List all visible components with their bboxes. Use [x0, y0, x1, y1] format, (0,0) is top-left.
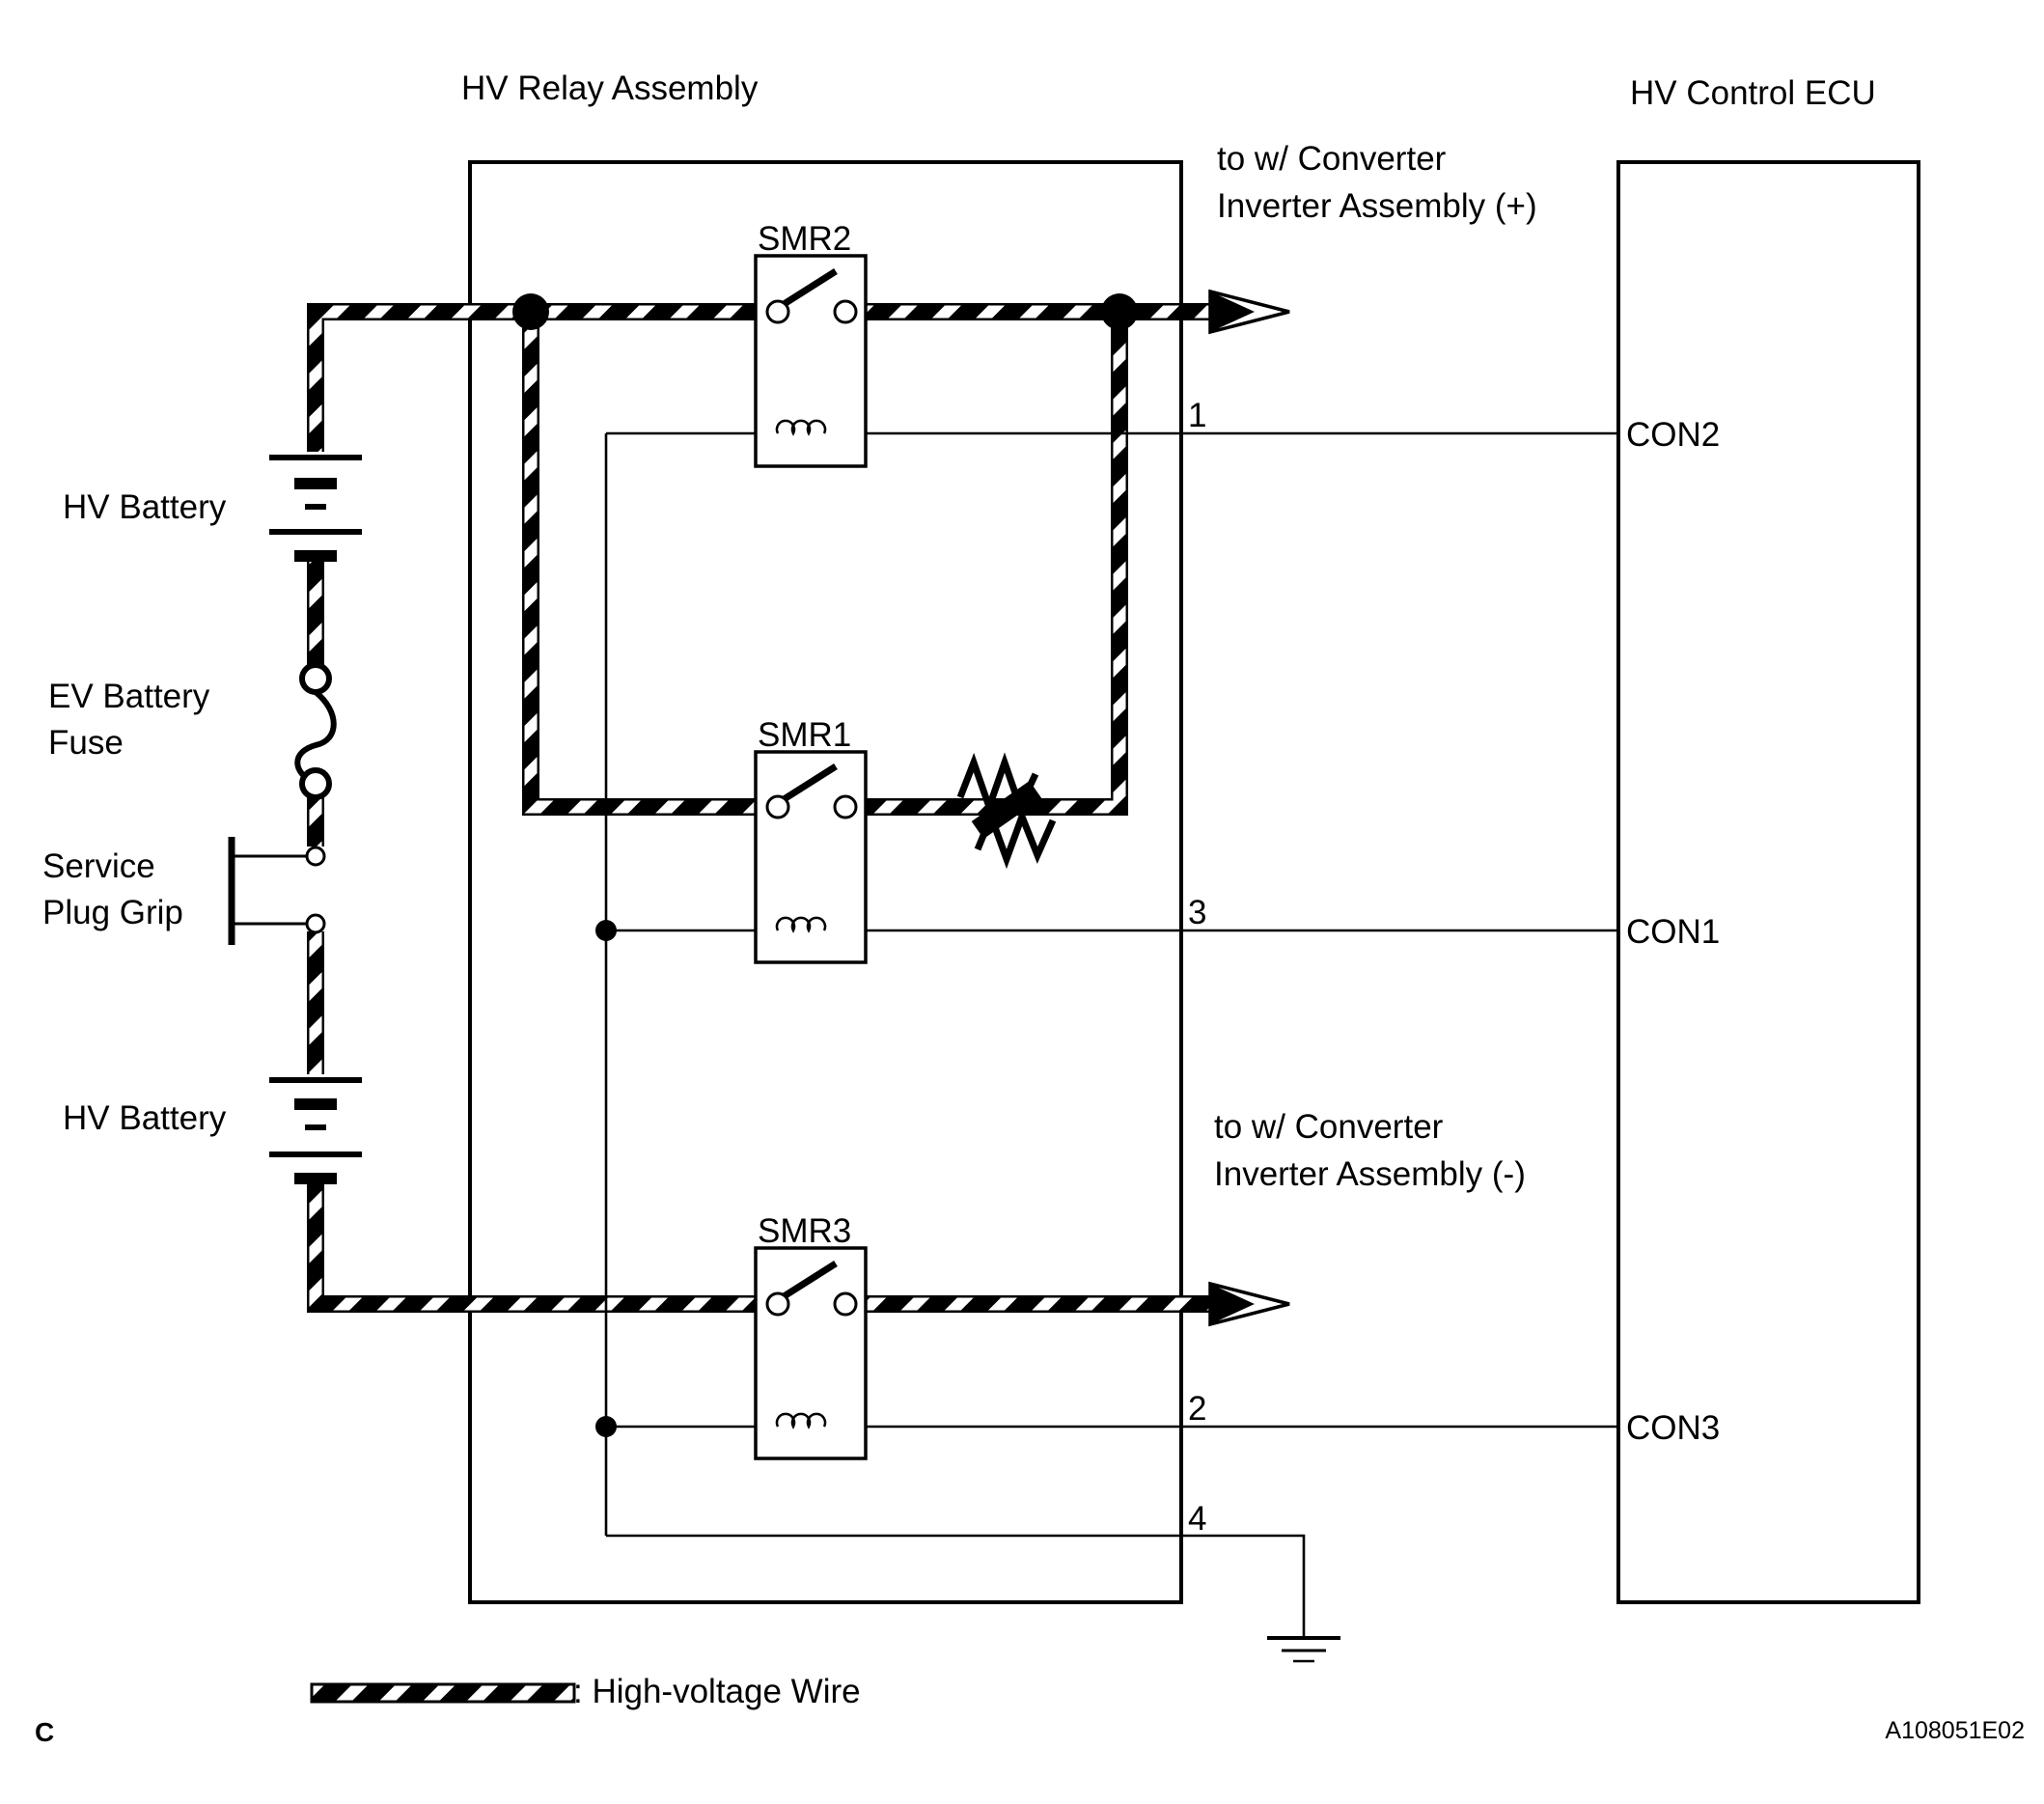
- resistor-icon: [956, 752, 1057, 870]
- to-minus-line1: to w/ Converter: [1214, 1108, 1444, 1146]
- to-plus-line2: Inverter Assembly (+): [1217, 187, 1537, 225]
- fuse-icon: [294, 662, 337, 800]
- ecu-title: HV Control ECU: [1630, 74, 1876, 112]
- ground-icon: [1267, 1636, 1340, 1663]
- pin-2-label: 2: [1188, 1390, 1206, 1428]
- figure-code: A108051E02: [1885, 1717, 2025, 1744]
- fuse-label-line1: EV Battery: [48, 678, 210, 715]
- plug-label-line2: Plug Grip: [42, 894, 183, 931]
- to-plus-line1: to w/ Converter: [1217, 140, 1447, 178]
- output-arrow-plus-fill: [1210, 291, 1255, 332]
- junction-dot: [1101, 293, 1138, 330]
- hv-battery-top-label: HV Battery: [63, 488, 227, 526]
- corner-left-label: C: [35, 1717, 54, 1747]
- pin-3-label: 3: [1188, 894, 1206, 931]
- coil-icon: [775, 419, 827, 436]
- fuse-label-line2: Fuse: [48, 724, 124, 762]
- to-minus-line2: Inverter Assembly (-): [1214, 1155, 1526, 1193]
- relay-smr3: [754, 1246, 868, 1460]
- smr3-label: SMR3: [758, 1212, 851, 1250]
- con3-label: CON3: [1626, 1409, 1720, 1447]
- hv-battery-bottom-label: HV Battery: [63, 1099, 227, 1137]
- legend-text: : High-voltage Wire: [573, 1673, 861, 1710]
- battery-icon-top: [269, 455, 362, 562]
- relay-smr2: [754, 254, 868, 468]
- coil-icon: [775, 916, 827, 933]
- relay-assembly-title: HV Relay Assembly: [461, 69, 759, 107]
- plug-label-line1: Service: [42, 847, 155, 885]
- control-circuits: [595, 431, 1618, 1638]
- battery-icon-bottom: [269, 1077, 362, 1184]
- hv-relay-assembly-box: [468, 160, 1183, 1604]
- junction-dot: [512, 293, 549, 330]
- pin-4-label: 4: [1188, 1500, 1206, 1538]
- hv-control-ecu-box: [1616, 160, 1920, 1604]
- legend-wire-sample: [310, 1682, 576, 1704]
- high-voltage-wires: [307, 303, 1214, 1313]
- pin-1-label: 1: [1188, 397, 1206, 434]
- con1-label: CON1: [1626, 913, 1720, 951]
- output-arrow-minus-fill: [1210, 1284, 1255, 1324]
- service-plug-icon: [228, 837, 326, 945]
- relay-smr1: [754, 750, 868, 964]
- smr2-label: SMR2: [758, 220, 851, 258]
- coil-icon: [775, 1412, 827, 1429]
- con2-label: CON2: [1626, 416, 1720, 454]
- smr1-label: SMR1: [758, 716, 851, 754]
